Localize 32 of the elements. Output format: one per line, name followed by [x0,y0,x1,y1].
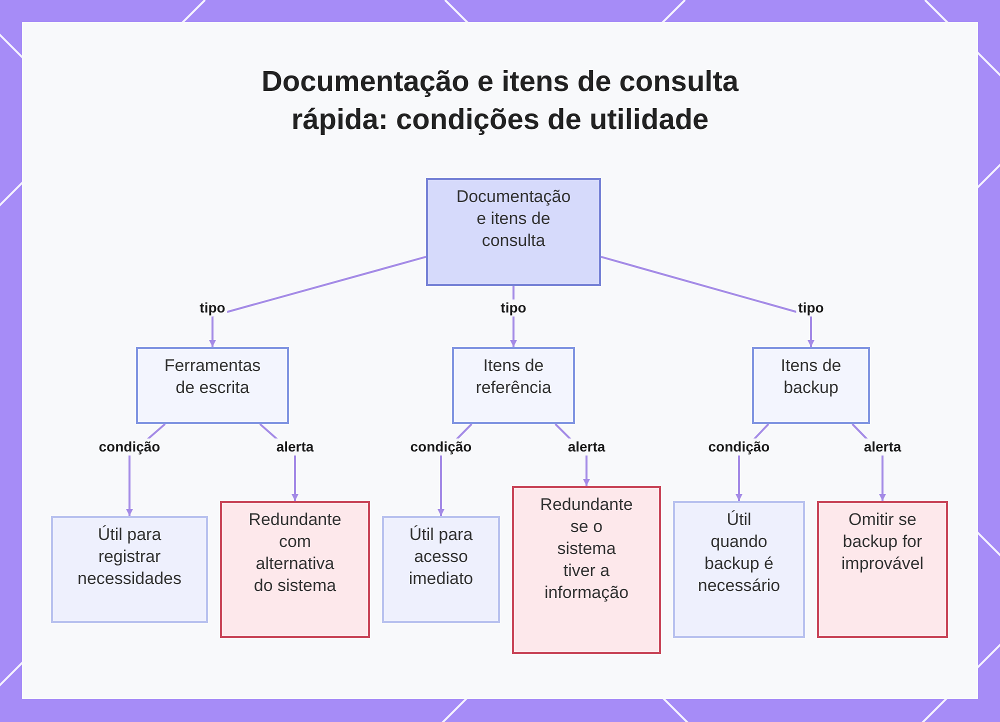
concept-box [817,501,948,638]
node-label: Itens de referência [474,355,552,399]
node-label: Redundante se o sistema tiver a informação [540,494,634,604]
node-label: Útil quando backup é necessário [697,509,781,597]
concept-box [136,347,289,424]
concept-box [512,486,661,654]
node-label: Omitir se backup for improvável [840,509,925,575]
edge-label: condição [706,438,772,456]
edge-label: tipo [498,300,528,316]
concept-box [426,178,601,286]
concept-box [220,501,370,638]
concept-box [51,516,208,623]
edge-label: condição [96,438,162,456]
connector-arrow [600,256,814,347]
concept-box [752,347,870,424]
node-label: Útil para registrar necessidades [76,524,182,590]
node-label: Útil para acesso imediato [408,524,474,590]
edge-label: alerta [274,438,316,456]
diagram-title: Documentação e itens de consulta rápida: condições de utilidade [260,65,740,138]
concept-box [673,501,805,638]
edge-label: condição [408,438,474,456]
edge-label: alerta [862,438,904,456]
node-label: Redundante com alternativa do sistema [248,509,342,597]
concept-box [452,347,575,424]
node-label: Documentação e itens de consulta [455,186,572,252]
node-label: Ferramentas de escrita [163,355,262,399]
node-label: Itens de backup [780,355,842,399]
edge-label: alerta [566,438,608,456]
edge-label: tipo [198,300,228,316]
concept-box [382,516,500,623]
edge-label: tipo [796,300,826,316]
connector-arrow [209,256,426,347]
